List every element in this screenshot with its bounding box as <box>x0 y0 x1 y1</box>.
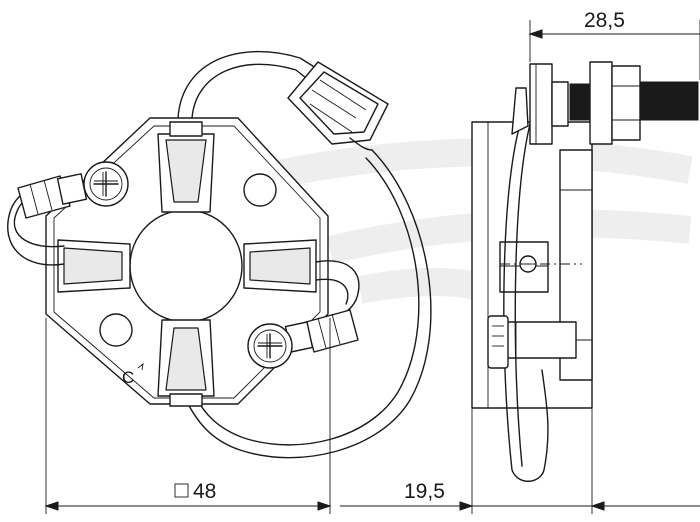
wire-right-outer <box>185 149 432 459</box>
brush-arm-left <box>57 239 131 293</box>
brush-arm-right <box>243 239 317 293</box>
wire-top-inner <box>191 63 307 119</box>
wire-top-outer <box>177 50 317 119</box>
dimension-front-width: 48 <box>44 318 332 514</box>
square-symbol <box>174 483 189 498</box>
center-commutator-hole <box>129 209 243 323</box>
mounting-hole-bottom-left <box>99 313 133 347</box>
screw-upper-left <box>83 161 129 207</box>
side-terminal-lug <box>511 87 529 135</box>
mounting-hole-top-right <box>243 173 277 207</box>
screw-lower-right <box>247 323 293 369</box>
dimension-top-value: 28,5 <box>584 9 625 32</box>
dimension-side-value: 19,5 <box>404 480 445 503</box>
top-wire-connector <box>287 61 389 151</box>
dimension-front-value: 48 <box>193 480 216 503</box>
dimension-side-depth: 19,5 <box>340 408 700 514</box>
dimension-top-width: 28,5 <box>528 9 700 80</box>
side-view <box>471 61 699 482</box>
brush-arm-top <box>157 121 215 213</box>
front-view: C <box>7 50 432 459</box>
left-wire-connector <box>17 173 88 219</box>
bolt-thread-right <box>639 81 699 121</box>
top-bolt-assembly <box>529 61 699 145</box>
side-wire <box>503 123 549 482</box>
side-lower-clip <box>487 315 509 369</box>
rotation-marking: C <box>122 368 134 387</box>
bolt-thread-left <box>569 83 591 121</box>
brush-arm-bottom <box>157 319 215 407</box>
wire-right-inner <box>195 157 420 446</box>
